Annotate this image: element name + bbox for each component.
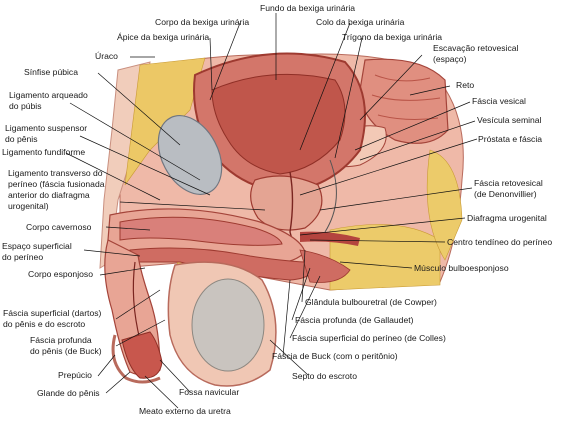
label-meato: Meato externo da uretra [139,406,231,416]
label-colo-bexiga: Colo da bexiga urinária [316,17,405,27]
label-prostata-fascia: Próstata e fáscia [478,134,542,144]
label-trigono-bexiga: Trígono da bexiga urinária [342,32,442,42]
label-fundo-bexiga: Fundo da bexiga urinária [260,3,355,13]
label-musculo-bulbo: Músculo bulboesponjoso [414,263,509,273]
label-escavacao-2: (espaço) [433,54,467,64]
label-lig-transverso-2: períneo (fáscia fusionada [8,179,105,189]
label-lig-suspensor-2: do pênis [5,134,38,144]
urogenital-diaphragm [300,231,360,246]
label-fascia-colles: Fáscia superficial do períneo (de Colles… [292,333,446,343]
bulbospongiosus [299,249,351,283]
label-fossa-navicular: Fossa navicular [179,387,239,397]
leader-lines [65,13,478,409]
rectovesical-fascia [324,159,337,233]
label-fascia-dartos-2: do pênis e do escroto [3,319,85,329]
label-lig-arqueado-1: Ligamento arqueado [9,90,88,100]
label-lig-arqueado-2: do púbis [9,101,42,111]
label-prepucio: Prepúcio [58,370,92,380]
label-vesicula-seminal: Vesícula seminal [477,115,542,125]
corpus-cavernosum [119,216,283,246]
labels: Fundo da bexiga urinária Corpo da bexiga… [2,3,552,416]
label-glande: Glande do pênis [37,388,100,398]
label-apice-bexiga: Ápice da bexiga urinária [117,32,209,42]
rectal-folds [371,74,441,120]
label-fascia-dartos-1: Fáscia superficial (dartos) [3,308,102,318]
label-fascia-retovesical-2: (de Denonvillier) [474,189,537,199]
label-centro-tendineo: Centro tendíneo do períneo [447,237,552,247]
label-lig-suspensor-1: Ligamento suspensor [5,123,87,133]
label-glandula-bulbouretral: Glândula bulbouretral (de Cowper) [305,297,437,307]
label-escavacao-1: Escavação retovesical [433,43,519,53]
label-septo-escroto: Septo do escroto [292,371,357,381]
label-uraco: Úraco [95,51,118,61]
label-espaco-superficial-1: Espaço superficial [2,241,72,251]
label-corpo-bexiga: Corpo da bexiga urinária [155,17,249,27]
rectal-fat [426,149,463,261]
label-corpo-cavernoso: Corpo cavernoso [26,222,92,232]
label-lig-transverso-4: urogenital) [8,201,49,211]
label-fascia-buck-peritonio: Fáscia de Buck (com o peritônio) [272,351,398,361]
bladder-lumen [211,73,346,175]
label-fascia-vesical: Fáscia vesical [472,96,526,106]
label-corpo-esponjoso: Corpo esponjoso [28,269,93,279]
perineal-fat [329,224,441,291]
anatomy-illustration [99,52,464,387]
label-fascia-buck-2: do pênis (de Buck) [30,346,102,356]
prostatic-urethra [289,171,296,251]
label-fascia-buck-1: Fáscia profunda [30,335,92,345]
label-reto: Reto [456,80,474,90]
label-diafragma-urogenital: Diafragma urogenital [467,213,547,223]
label-espaco-superficial-2: do períneo [2,252,43,262]
pubic-symphysis [157,115,223,195]
label-lig-fundiforme: Ligamento fundiforme [2,147,85,157]
label-lig-transverso-3: anterior do diafragma [8,190,90,200]
label-sinfise: Sínfise púbica [24,67,78,77]
prepuce [111,334,161,384]
testis [191,278,265,372]
label-fascia-retovesical-1: Fáscia retovesical [474,178,543,188]
label-lig-transverso-1: Ligamento transverso do [8,168,103,178]
glans [121,331,163,379]
prostate [250,175,323,231]
label-fascia-gallaudet: Fáscia profunda (de Gallaudet) [295,315,414,325]
